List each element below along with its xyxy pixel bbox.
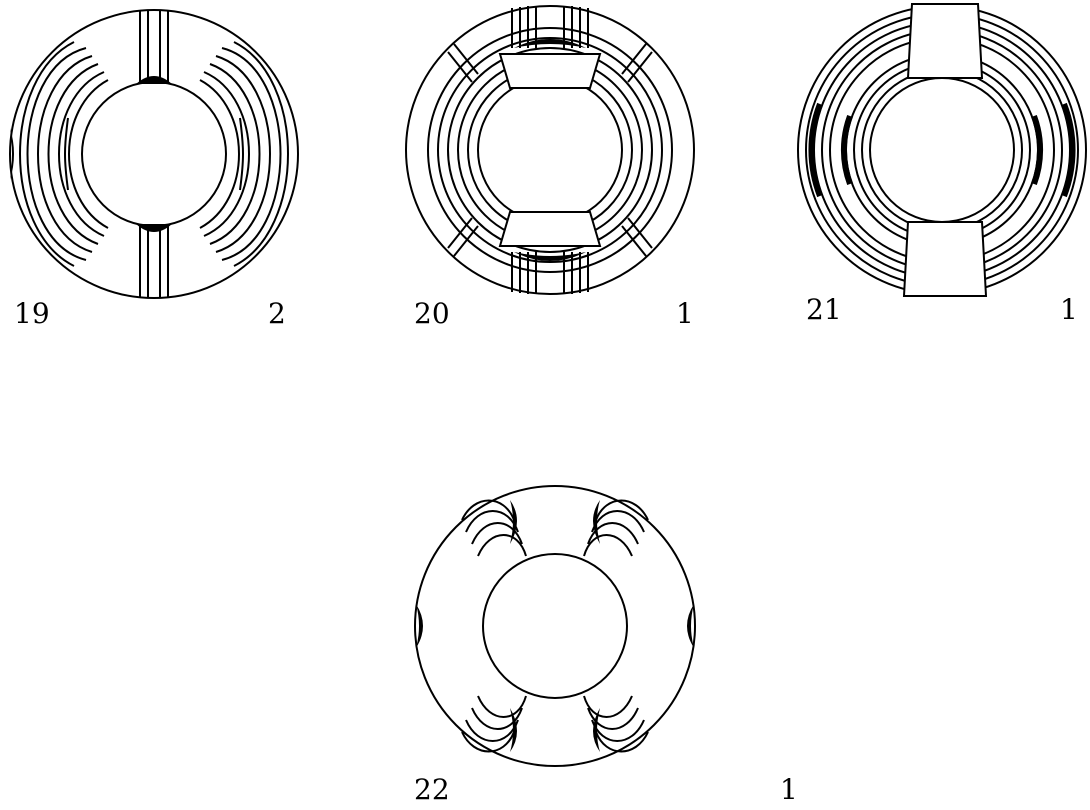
motif-21-drawing: [797, 3, 1087, 297]
figure-number-22: 22: [414, 773, 450, 806]
figure-count-21: 1: [1060, 293, 1078, 326]
figure-count-19: 2: [268, 297, 286, 330]
motif-figure-19: [8, 8, 300, 300]
figure-number-21: 21: [806, 293, 842, 326]
motif-figure-21: [796, 3, 1088, 297]
motif-figure-22: [414, 480, 696, 772]
motif-figure-20: [404, 4, 696, 296]
figure-number-19: 19: [14, 297, 50, 330]
motif-22-drawing: [414, 485, 696, 767]
figure-count-20: 1: [676, 297, 694, 330]
motif-20-drawing: [405, 5, 695, 295]
figure-count-22: 1: [780, 773, 798, 806]
motif-19-drawing: [9, 9, 299, 299]
figure-number-20: 20: [414, 297, 450, 330]
